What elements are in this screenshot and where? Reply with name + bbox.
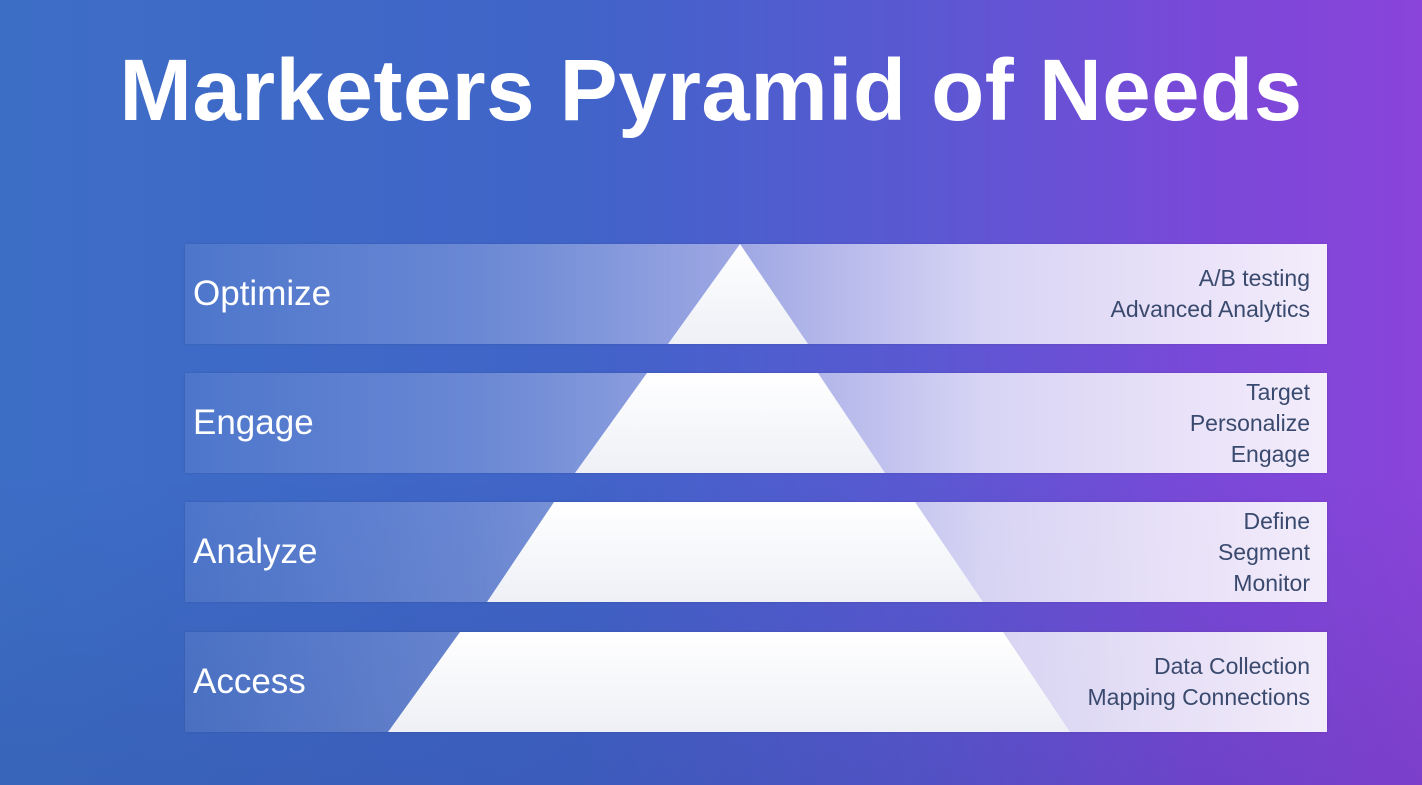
level-label: Access [193,662,306,701]
level-item: Monitor [1233,569,1310,596]
level-item: Target [1246,378,1310,405]
slide-title: Marketers Pyramid of Needs [119,42,1303,139]
level-item: A/B testing [1198,265,1310,291]
level-item: Mapping Connections [1087,684,1310,710]
pyramid-slice-analyze [487,502,983,602]
level-item: Engage [1230,440,1310,467]
level-label: Optimize [193,274,332,313]
level-item: Advanced Analytics [1110,296,1310,322]
level-label: Analyze [193,532,318,571]
pyramid-slice-access [388,632,1070,732]
level-items: Data Collection Mapping Connections [1088,632,1310,732]
level-item: Data Collection [1154,653,1310,679]
pyramid-slice-optimize [668,244,808,344]
level-item: Segment [1217,538,1310,565]
level-label: Engage [193,403,314,442]
level-item: Personalize [1189,409,1310,436]
level-item: Define [1243,507,1310,534]
level-items: Define Segment Monitor [1218,502,1310,602]
pyramid-slice-engage [575,373,885,473]
level-items: Target Personalize Engage [1190,373,1310,473]
level-items: A/B testing Advanced Analytics [1111,244,1310,344]
